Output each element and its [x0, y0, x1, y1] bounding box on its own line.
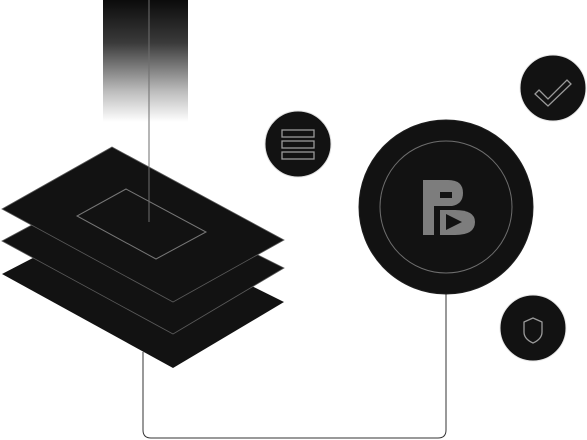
- shield-icon: [523, 317, 543, 344]
- connector-line: [142, 292, 447, 439]
- logo-node-inner-ring: [379, 140, 513, 274]
- layer-stack: [1, 146, 285, 368]
- brand-logo-icon: [423, 180, 475, 235]
- menu-icon: [281, 129, 315, 160]
- layer-top-inner-frame: [75, 188, 208, 260]
- logo-node: [358, 119, 534, 295]
- gradient-beam: [103, 0, 188, 122]
- shield-node: [499, 294, 567, 362]
- check-node: [519, 54, 587, 122]
- checkmark-icon: [534, 79, 572, 107]
- menu-node: [264, 110, 332, 178]
- layer-top: [1, 146, 285, 303]
